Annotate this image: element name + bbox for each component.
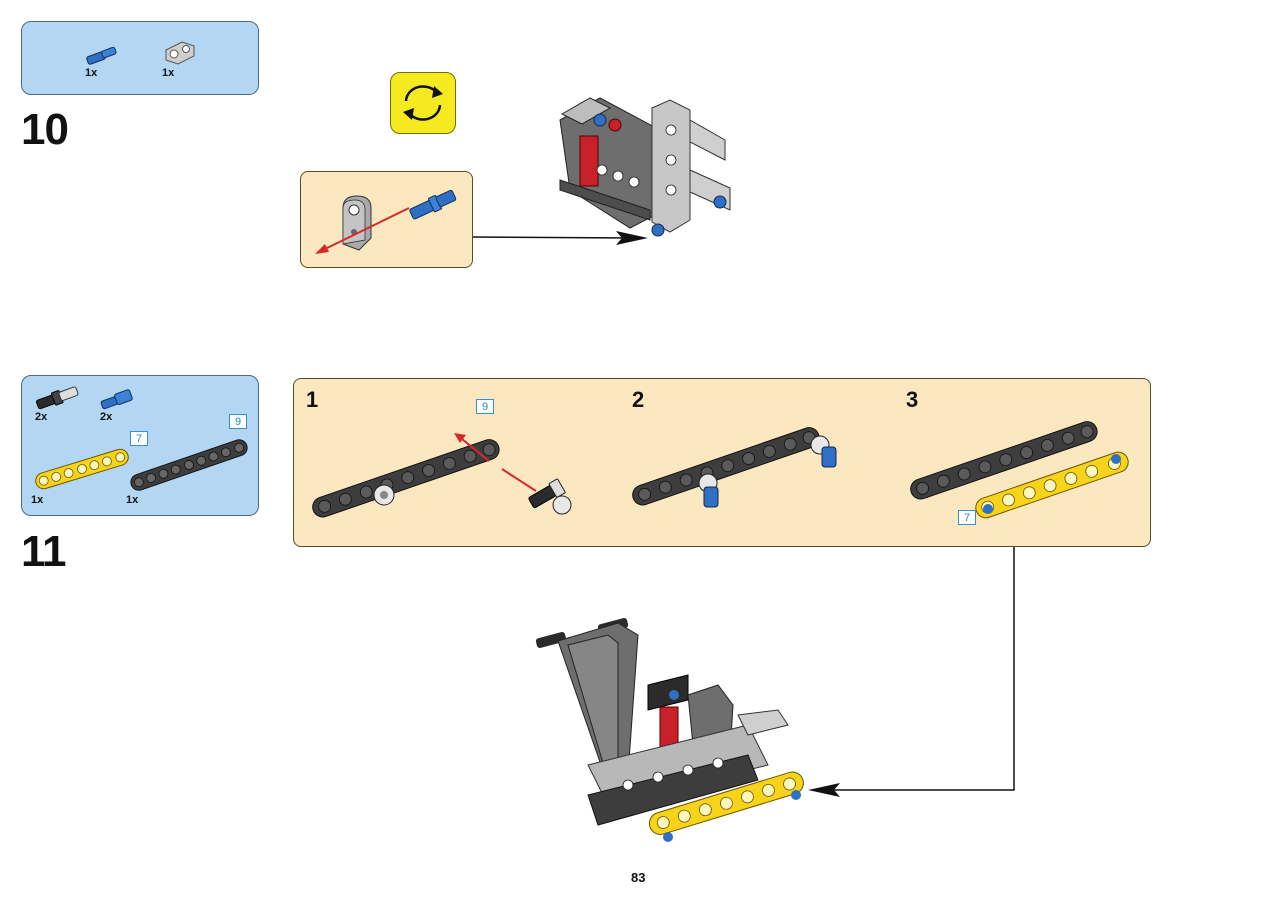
substep-number-3: 3: [906, 387, 919, 412]
part-quantity: 1x: [31, 494, 44, 506]
step-11-substeps-callout: 1 9 2: [293, 378, 1151, 547]
model-step-10: [559, 97, 731, 237]
part-quantity: 1x: [126, 494, 139, 506]
substep-2-assembly: [632, 427, 837, 508]
blue-axle-pin-icon: [409, 189, 457, 220]
page-number: 83: [631, 870, 646, 885]
insert-direction-arrow: [315, 207, 410, 254]
dark-gray-beam-9-icon: [130, 439, 248, 491]
substep-1-assembly: [312, 433, 572, 518]
parts-list-step-10: 1x 1x: [21, 21, 259, 95]
part-quantity: 2x: [100, 411, 113, 423]
model-step-11: [535, 617, 804, 842]
beam-length-tag: 9: [476, 399, 494, 414]
substep-3-assembly: [910, 421, 1129, 519]
blue-axle-pin-icon: [86, 46, 117, 65]
part-quantity: 1x: [85, 67, 98, 79]
rotate-arrows-icon: [403, 85, 443, 121]
step-10-subassembly-callout: [300, 171, 473, 268]
yellow-beam-7-icon: [35, 448, 129, 490]
beam-length-tag: 7: [958, 510, 976, 525]
step-number-11: 11: [21, 527, 67, 576]
substep-number-2: 2: [632, 387, 645, 412]
part-quantity: 1x: [162, 67, 175, 79]
substep-number-1: 1: [306, 387, 319, 412]
step-number-10: 10: [21, 105, 69, 154]
rotate-model-indicator: [390, 72, 456, 134]
part-quantity: 2x: [35, 411, 48, 423]
parts-list-step-11: 2x 2x 7 1x 9 1x: [21, 375, 259, 516]
black-axle-pin-icon: [36, 386, 79, 410]
beam-length-tag: 7: [130, 431, 148, 446]
gray-axle-connector-icon: [165, 41, 195, 65]
blue-axle-pin-icon: [100, 389, 133, 410]
beam-length-tag: 9: [229, 414, 247, 429]
